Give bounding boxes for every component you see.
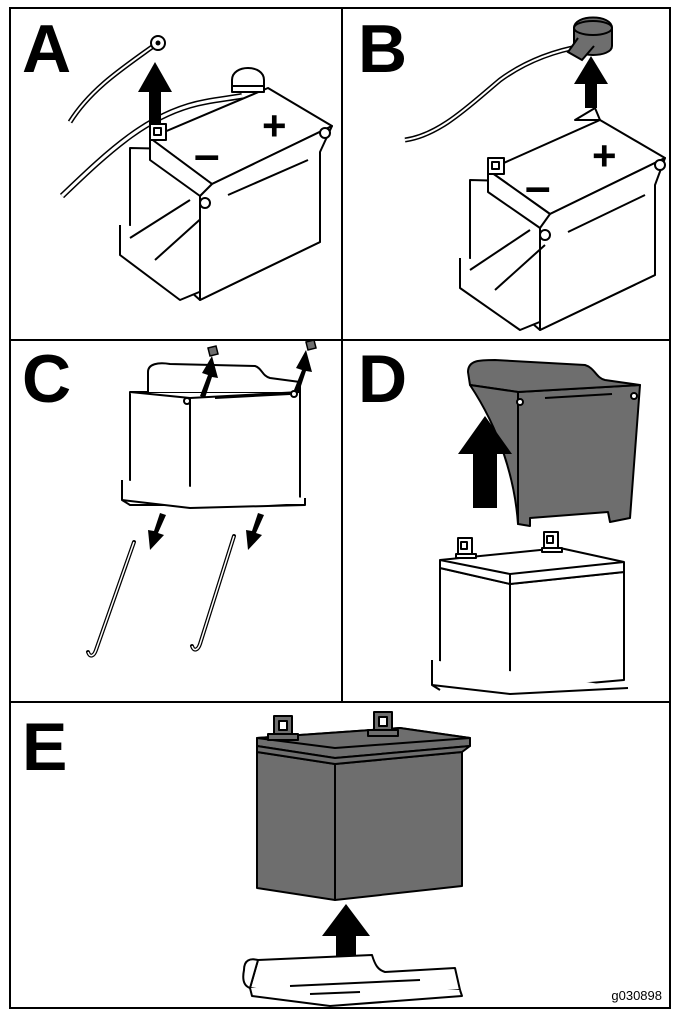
plus-symbol-a: + — [262, 102, 287, 149]
arrow-down-icon — [246, 513, 264, 550]
minus-symbol-b: – — [525, 160, 551, 212]
cable-negative — [70, 47, 152, 122]
panel-b-label: B — [358, 11, 407, 87]
nut-icon — [306, 340, 316, 350]
minus-symbol-a: – — [194, 128, 220, 180]
arrow-up-icon — [294, 350, 312, 392]
panel-b: B + – — [358, 11, 665, 330]
panel-d: D — [358, 341, 640, 694]
battery-b — [460, 108, 665, 330]
panel-e: E g0308 — [22, 709, 662, 1006]
terminal-cap-icon — [568, 18, 612, 61]
plus-symbol-b: + — [592, 132, 617, 179]
panel-a-label: A — [22, 11, 71, 87]
battery-d — [432, 532, 628, 694]
hold-down-rod — [192, 536, 234, 650]
panel-c-label: C — [22, 341, 71, 417]
battery-cover-c — [122, 363, 305, 508]
arrow-up-icon — [574, 56, 608, 108]
cable-positive-b — [405, 46, 582, 140]
arrow-down-icon — [148, 513, 166, 550]
hold-down-rod — [88, 542, 134, 656]
nut-icon — [208, 346, 218, 356]
panel-e-label: E — [22, 709, 67, 785]
battery-tray — [243, 955, 462, 1006]
panel-c: C — [22, 340, 316, 656]
panel-d-label: D — [358, 341, 407, 417]
figure-code: g030898 — [611, 988, 662, 1003]
battery-e — [257, 712, 470, 900]
panel-a: A + – — [22, 11, 332, 300]
